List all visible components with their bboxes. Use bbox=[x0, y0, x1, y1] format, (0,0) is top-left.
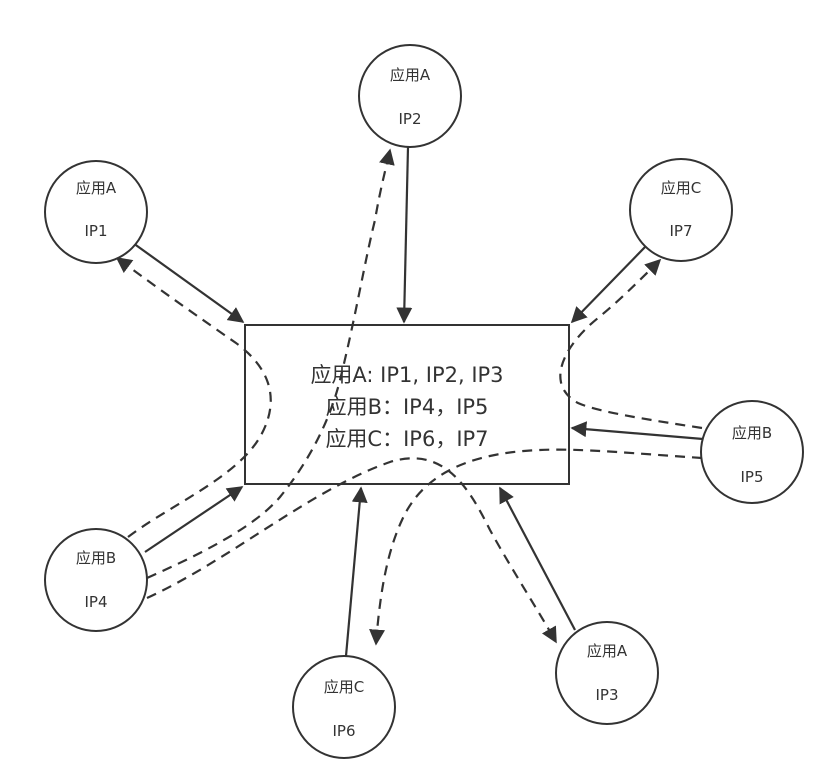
node-app-label: 应用B bbox=[76, 549, 116, 567]
register-arrow-ip5 bbox=[570, 421, 704, 441]
registry-line-app-c: 应用C：IP6，IP7 bbox=[325, 427, 488, 451]
node-ip-label: IP5 bbox=[740, 468, 763, 486]
register-arrow-ip2 bbox=[396, 146, 413, 324]
register-arrow-ip1 bbox=[132, 242, 245, 323]
node-ip7: 应用C IP7 bbox=[629, 158, 733, 262]
node-ip5: 应用B IP5 bbox=[700, 400, 804, 504]
node-ip-label: IP1 bbox=[84, 222, 107, 240]
register-arrow-ip3 bbox=[499, 486, 576, 631]
registration-arrows bbox=[132, 146, 704, 657]
register-arrow-ip4 bbox=[144, 486, 244, 553]
node-ip1: 应用A IP1 bbox=[44, 160, 148, 264]
node-app-label: 应用A bbox=[76, 179, 117, 197]
node-app-label: 应用C bbox=[324, 678, 364, 696]
discover-curve-ip4-to-ip1 bbox=[115, 257, 272, 538]
register-arrow-ip6 bbox=[344, 486, 368, 657]
node-ip6: 应用C IP6 bbox=[292, 655, 396, 759]
discover-curve-ip4-to-ip2 bbox=[146, 148, 395, 580]
node-ip-label: IP3 bbox=[595, 686, 618, 704]
node-ip-label: IP4 bbox=[84, 593, 107, 611]
discover-curve-ip5-to-ip7 bbox=[559, 258, 703, 430]
registry-box: 应用A: IP1, IP2, IP3 应用B：IP4，IP5 应用C：IP6，I… bbox=[244, 324, 570, 485]
node-ip4: 应用B IP4 bbox=[44, 528, 148, 632]
register-arrow-ip7 bbox=[570, 245, 647, 324]
discover-curve-ip5-to-ip6 bbox=[369, 448, 703, 646]
node-app-label: 应用C bbox=[661, 179, 701, 197]
node-ip2: 应用A IP2 bbox=[358, 44, 462, 148]
node-ip-label: IP2 bbox=[398, 110, 421, 128]
node-app-label: 应用A bbox=[587, 642, 628, 660]
registry-line-app-b: 应用B：IP4，IP5 bbox=[326, 395, 489, 419]
discovery-curves bbox=[115, 148, 703, 646]
discover-curve-ip4-to-ip3 bbox=[146, 457, 557, 644]
node-app-label: 应用B bbox=[732, 424, 772, 442]
registry-line-app-a: 应用A: IP1, IP2, IP3 bbox=[310, 363, 503, 387]
node-app-label: 应用A bbox=[390, 66, 431, 84]
node-ip3: 应用A IP3 bbox=[555, 621, 659, 725]
node-ip-label: IP6 bbox=[332, 722, 355, 740]
node-ip-label: IP7 bbox=[669, 222, 692, 240]
